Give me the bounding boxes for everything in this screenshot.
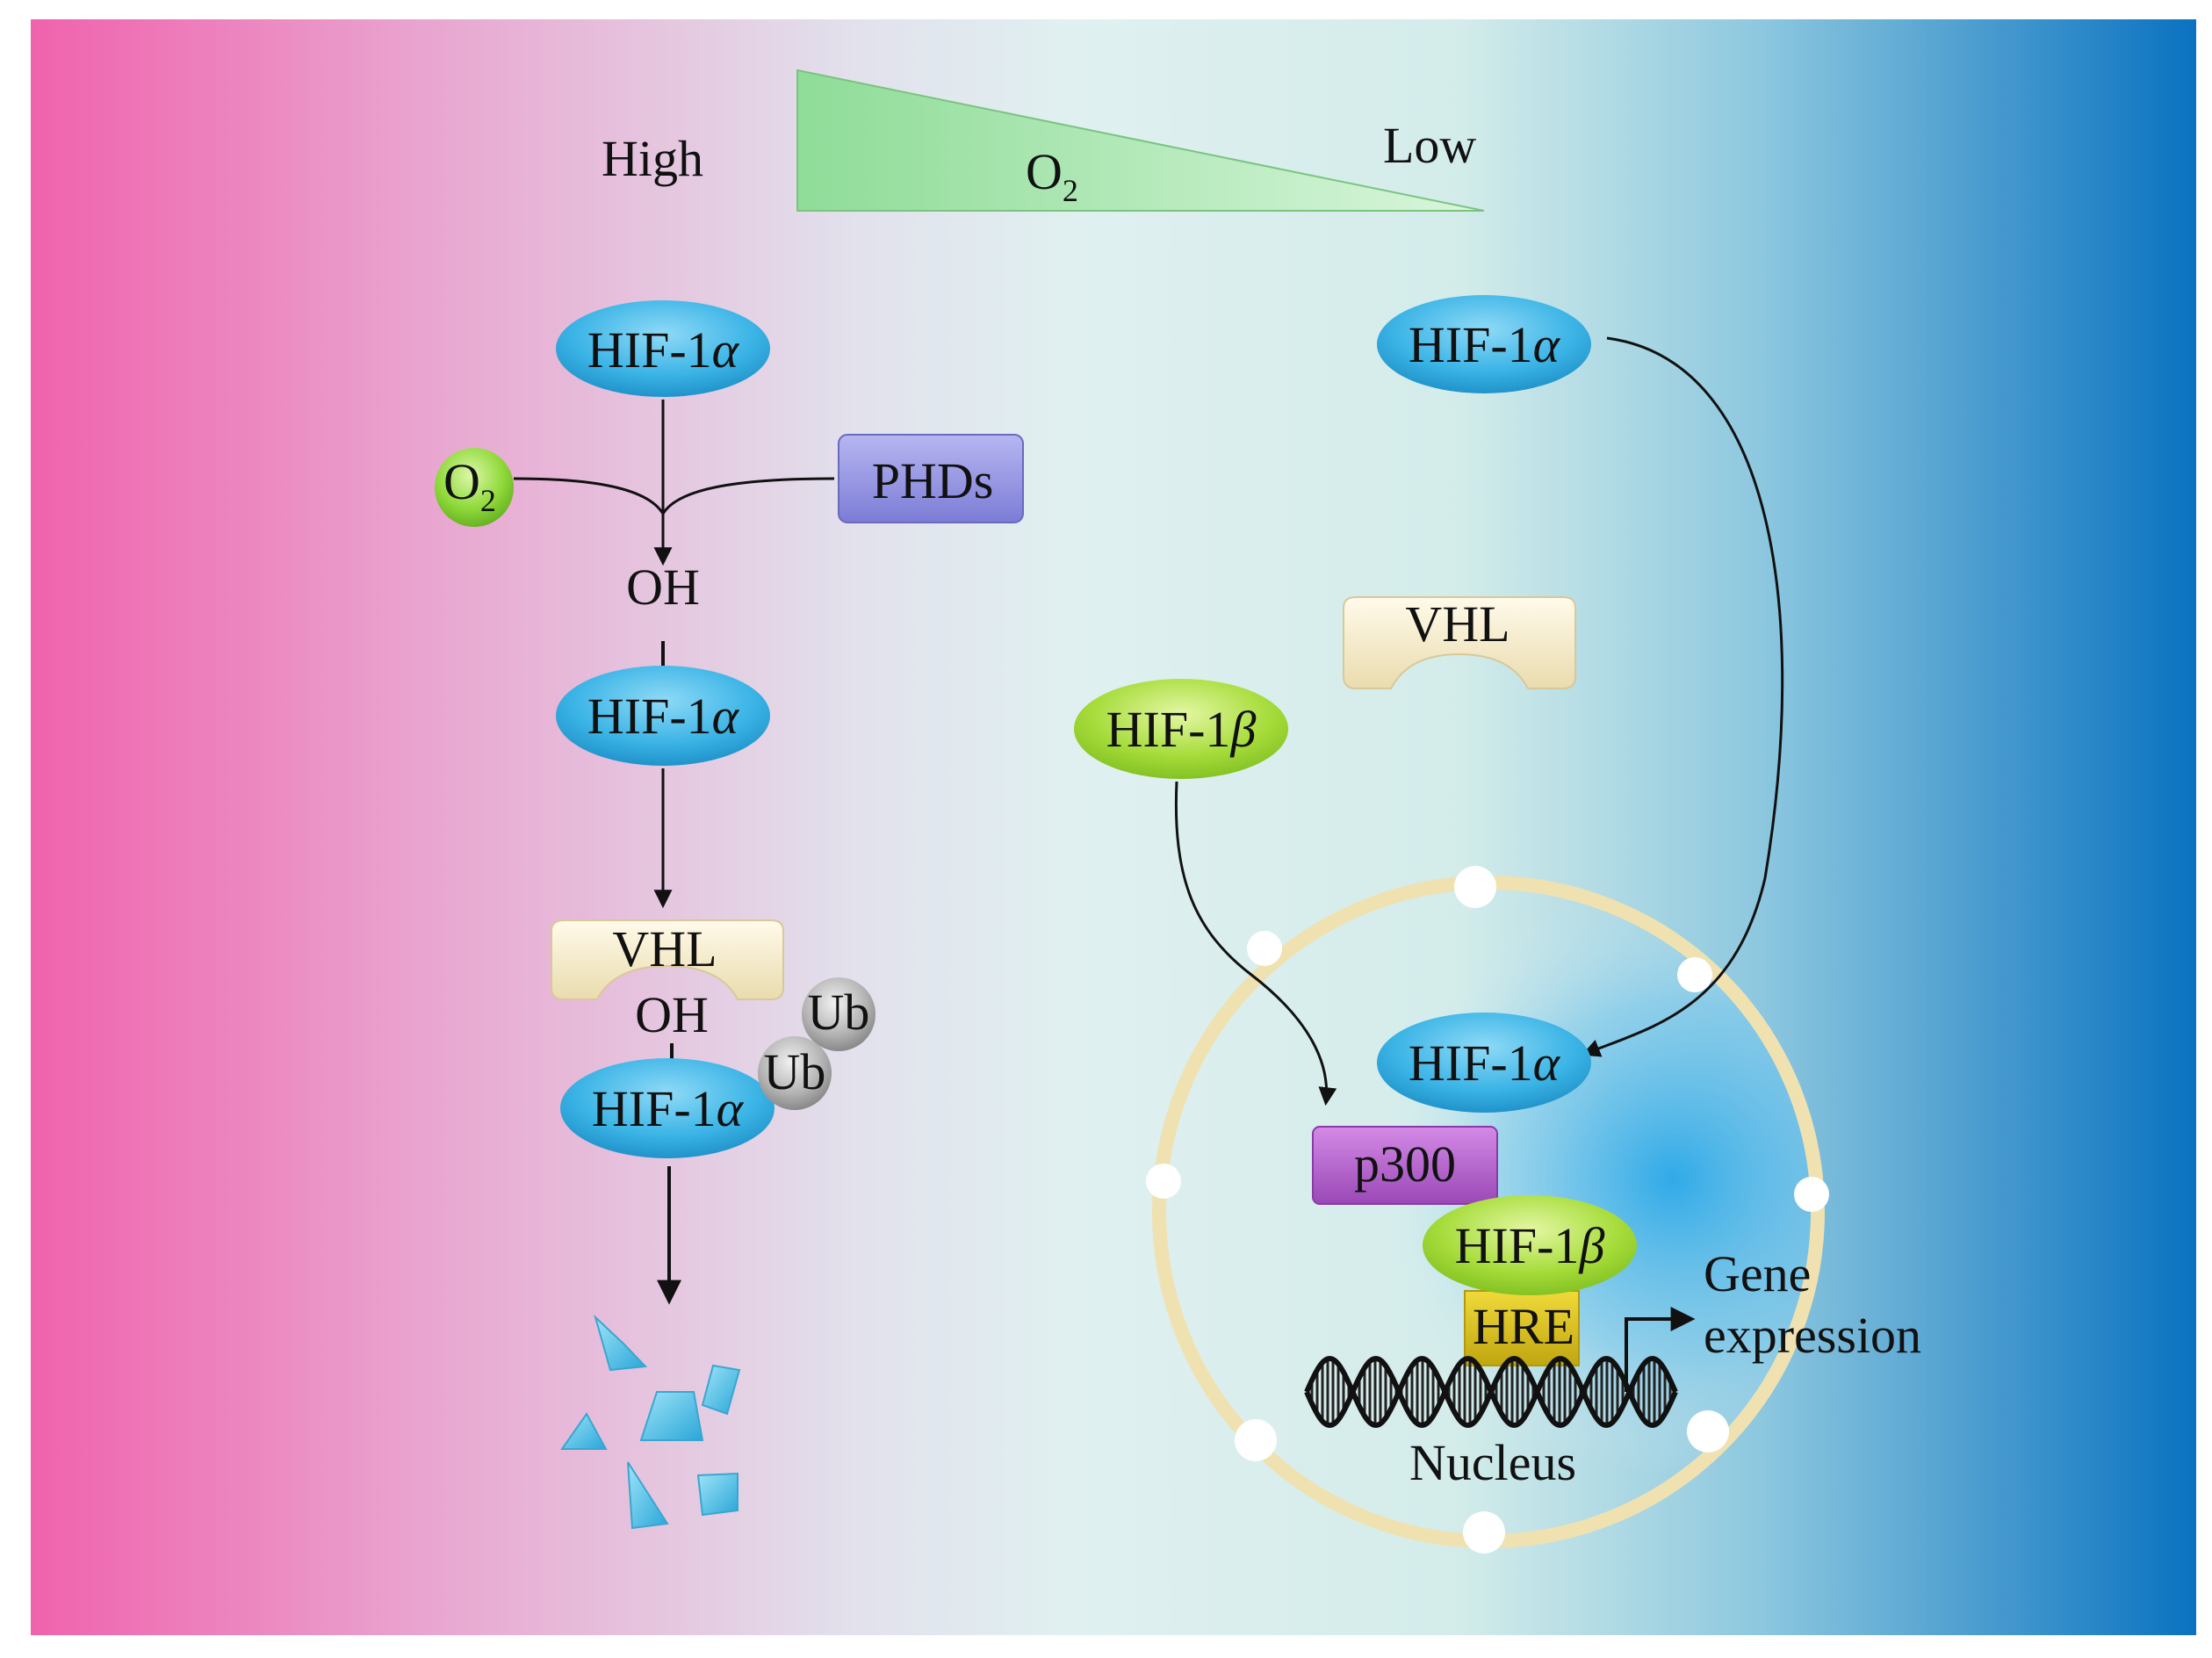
gene-expression-label-line2: expression: [1704, 1307, 1921, 1364]
vhl-protein-free: [1343, 596, 1576, 689]
vhl-label-free: VHL: [1405, 595, 1509, 652]
oxygen-subscript: 2: [1063, 173, 1078, 208]
low-label: Low: [1383, 117, 1476, 174]
hif1a-node-hydroxylated: [556, 666, 770, 766]
phds-box: [838, 434, 1024, 523]
hif1a-label-top: HIF-1α: [587, 321, 740, 378]
hif1a-node-ubiquitinated: [560, 1058, 775, 1158]
dna-helix-icon: [1304, 1356, 1678, 1428]
hif1b-label-nuclear: HIF-1β: [1455, 1217, 1605, 1274]
transcription-arrow: [1625, 1307, 1696, 1392]
oxygen-gradient: High Low O2: [602, 68, 1485, 212]
o2-input-curve: [513, 477, 665, 515]
nuclear-pores: [1146, 866, 1829, 1553]
hif1a-label-hydroxylated: HIF-1α: [587, 688, 740, 745]
o2-molecule-label: O2: [443, 453, 496, 518]
nucleus-label: Nucleus: [1409, 1434, 1576, 1491]
hre-label: HRE: [1473, 1298, 1574, 1355]
dna-strand-2: [1304, 1356, 1678, 1428]
phds-label: PHDs: [872, 452, 994, 509]
ubiquitin-1-label: Ub: [808, 984, 870, 1041]
hif1b-label-free: HIF-1β: [1106, 701, 1257, 758]
vhl-protein-left: [551, 919, 784, 1000]
hif1b-translocation-arrow: [1174, 781, 1337, 1107]
hif1b-node-free: [1074, 679, 1288, 779]
background-gradient: [31, 19, 2196, 1635]
hif1a-translocation-arrow: [1582, 336, 1784, 1057]
hif1a-label-nuclear: HIF-1α: [1409, 1034, 1561, 1092]
ubiquitin-2: [758, 1036, 832, 1110]
normoxia-pathway: HIF-1α O2 PHDs OH HIF-1α VHL OH HIF-1α U…: [435, 300, 1024, 1530]
oh-label-1: OH: [626, 559, 700, 616]
hif1b-node-nuclear: [1423, 1195, 1637, 1295]
p300-box: [1312, 1126, 1498, 1205]
o2-molecule: [435, 448, 514, 527]
ubiquitin-1: [802, 977, 875, 1051]
hif1a-node-nuclear: [1377, 1013, 1591, 1113]
degradation-fragments-icon: [560, 1314, 741, 1530]
oxygen-wedge: [796, 68, 1485, 212]
hif1a-node-top: [556, 300, 770, 397]
oxygen-symbol: O: [1026, 143, 1063, 200]
gene-expression-label-line1: Gene: [1704, 1245, 1811, 1302]
phds-input-curve: [661, 477, 835, 515]
ubiquitin-2-label: Ub: [764, 1043, 826, 1100]
oxygen-label: O2: [1026, 143, 1078, 208]
p300-label: p300: [1354, 1135, 1456, 1193]
hif1a-label-hypoxia: HIF-1α: [1409, 316, 1561, 373]
hif1a-label-ubiquitinated: HIF-1α: [592, 1080, 745, 1137]
high-label: High: [602, 130, 703, 187]
hypoxia-pathway: HIF-1α VHL HIF-1β HIF-1α p300 HIF-1β HRE…: [1074, 295, 1921, 1553]
vhl-label-left: VHL: [612, 920, 717, 977]
oh-label-2: OH: [635, 986, 709, 1043]
hif1a-node-hypoxia: [1377, 295, 1591, 393]
